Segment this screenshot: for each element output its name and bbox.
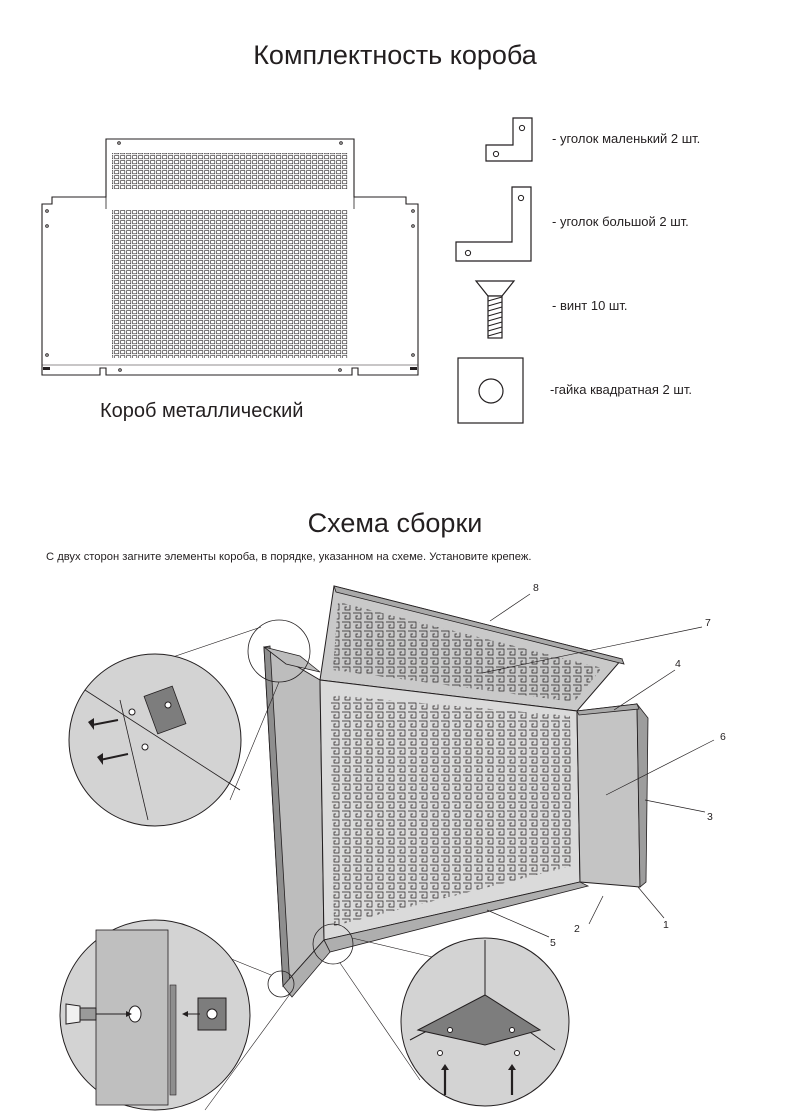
box-caption: Короб металлический xyxy=(100,400,304,422)
kit-title: Комплектность короба xyxy=(253,40,537,70)
callout-8: 8 xyxy=(533,582,539,594)
callout-6: 6 xyxy=(720,731,726,743)
callout-2: 2 xyxy=(574,923,580,935)
callout-3: 3 xyxy=(707,811,713,823)
kit-item-label: - винт 10 шт. xyxy=(552,298,628,313)
callout-4: 4 xyxy=(675,658,681,670)
callout-7: 7 xyxy=(705,617,711,629)
kit-item-label: - уголок маленький 2 шт. xyxy=(552,131,701,146)
callout-5: 5 xyxy=(550,937,556,949)
callout-1: 1 xyxy=(663,919,669,931)
kit-item-label: -гайка квадратная 2 шт. xyxy=(550,382,692,397)
kit-item-label: - уголок большой 2 шт. xyxy=(552,214,689,229)
assembly-instruction: С двух сторон загните элементы короба, в… xyxy=(46,551,532,563)
assembly-title: Схема сборки xyxy=(307,508,483,538)
